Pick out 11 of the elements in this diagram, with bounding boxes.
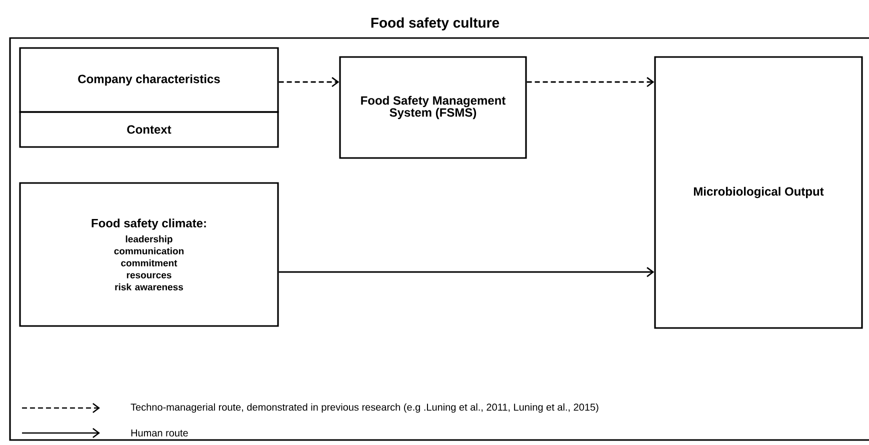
process-box: Microbiological Output [654, 56, 863, 329]
process-box: Company characteristics [19, 47, 279, 113]
arrow [278, 266, 654, 278]
process-box: Food Safety Management System (FSMS) [339, 56, 527, 159]
arrow [278, 76, 340, 88]
legend-text: Techno-managerial route, demonstrated in previous research (e.g .Luning et al., 2011, Luning et al., 2015) [130, 403, 598, 413]
legend-text: Human route [131, 430, 188, 436]
arrow [526, 76, 654, 88]
process-box: Food safety climate: leadership communication commitment resources risk awareness [19, 182, 279, 327]
process-box: Context [19, 111, 279, 148]
node-label: Food safety culture [371, 17, 500, 30]
